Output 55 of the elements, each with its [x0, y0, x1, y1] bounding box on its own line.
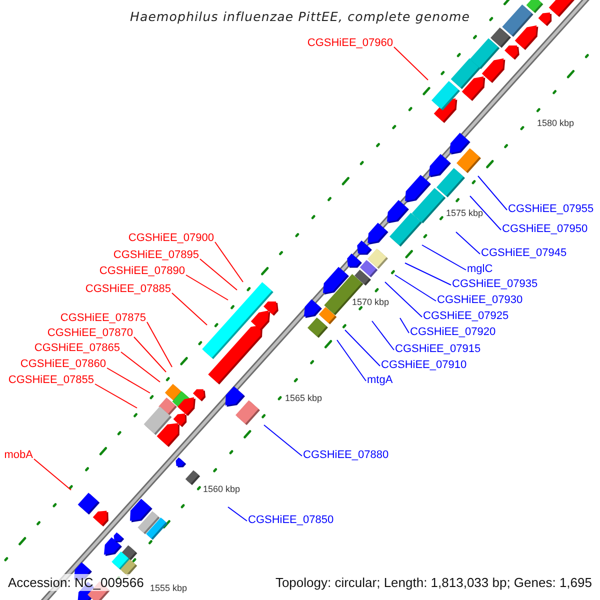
- leader-line: [146, 322, 172, 368]
- gene-label: CGSHiEE_07900: [128, 232, 214, 245]
- gene-label: CGSHiEE_07860: [20, 358, 106, 371]
- leader-line: [214, 242, 244, 282]
- gene-label: CGSHiEE_07865: [34, 342, 120, 355]
- leader-line: [372, 320, 394, 350]
- leader-line: [106, 368, 150, 394]
- leader-line: [34, 458, 72, 490]
- gene-label: CGSHiEE_07950: [502, 223, 588, 236]
- scale-label: 1555 kbp: [150, 583, 188, 594]
- gene-label: CGSHiEE_07920: [410, 326, 496, 339]
- gene-label: CGSHiEE_07890: [99, 265, 185, 278]
- leader-line: [478, 176, 508, 210]
- leader-line: [336, 340, 366, 382]
- gene-label: CGSHiEE_07960: [307, 37, 393, 50]
- gene-label: CGSHiEE_07880: [303, 449, 389, 462]
- leader-line: [470, 196, 502, 230]
- gene-label: CGSHiEE_07850: [248, 514, 334, 527]
- gene-label: CGSHiEE_07870: [47, 327, 133, 340]
- leader-line: [186, 274, 228, 300]
- gene-label: CGSHiEE_07855: [8, 374, 94, 387]
- scale-label: 1570 kbp: [352, 297, 390, 308]
- leader-line: [264, 424, 302, 456]
- gene-label: CGSHiEE_07935: [452, 278, 538, 291]
- genome-title: Haemophilus influenzae PittEE, complete genome: [128, 9, 472, 24]
- gene-label: CGSHiEE_07930: [437, 294, 523, 307]
- leader-line: [394, 274, 436, 302]
- leader-line: [172, 292, 208, 326]
- leader-line: [404, 262, 452, 286]
- gene-label: mglC: [467, 263, 493, 276]
- leader-line: [400, 318, 410, 334]
- gene-label: CGSHiEE_07885: [85, 283, 171, 296]
- scale-label: 1565 kbp: [285, 393, 322, 404]
- leader-line: [394, 46, 428, 80]
- gene-label: CGSHiEE_07910: [381, 359, 467, 372]
- leader-line: [134, 336, 166, 372]
- leader-line: [456, 232, 480, 254]
- scale-label: 1580 kbp: [537, 118, 574, 129]
- leader-line: [200, 258, 238, 290]
- scale-label: 1560 kbp: [203, 484, 240, 495]
- gene-label: CGSHiEE_07955: [508, 203, 594, 216]
- gene-label: CGSHiEE_07895: [113, 249, 199, 262]
- leader-line: [228, 506, 248, 522]
- leader-line: [384, 282, 422, 318]
- leader-line: [120, 352, 160, 382]
- leader-line: [94, 384, 138, 408]
- leader-line: [422, 244, 466, 270]
- scale-label: 1575 kbp: [446, 208, 484, 219]
- gene-label: mtgA: [367, 374, 393, 387]
- gene-label: CGSHiEE_07925: [423, 310, 509, 323]
- gene-label: mobA: [4, 449, 33, 462]
- gene-label: CGSHiEE_07945: [481, 247, 567, 260]
- gene-label: CGSHiEE_07915: [395, 343, 481, 356]
- leader-line: [344, 330, 380, 366]
- gene-label: CGSHiEE_07875: [60, 312, 146, 325]
